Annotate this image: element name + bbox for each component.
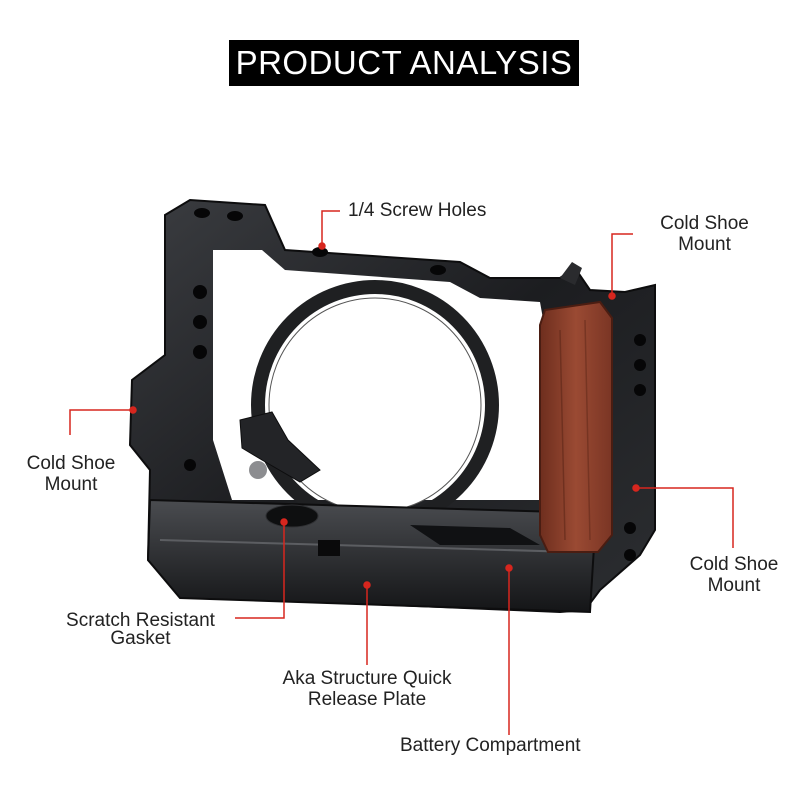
label-quick-release-plate: Aka Structure Quick Release Plate [282, 668, 452, 710]
label-scratch-gasket: Scratch Resistant Gasket [66, 610, 215, 649]
page-title: PRODUCT ANALYSIS [235, 44, 573, 81]
label-cold-shoe-left: Cold Shoe Mount [26, 453, 116, 495]
label-battery-compartment: Battery Compartment [400, 735, 581, 756]
label-screw-holes: 1/4 Screw Holes [348, 200, 487, 221]
title-banner: PRODUCT ANALYSIS [229, 40, 579, 86]
label-cold-shoe-right: Cold Shoe Mount [689, 554, 779, 596]
cage-frame [128, 198, 656, 614]
callout-leaders [69, 210, 734, 735]
label-cold-shoe-top-right: Cold Shoe Mount [660, 213, 749, 255]
wooden-handle [539, 300, 646, 561]
